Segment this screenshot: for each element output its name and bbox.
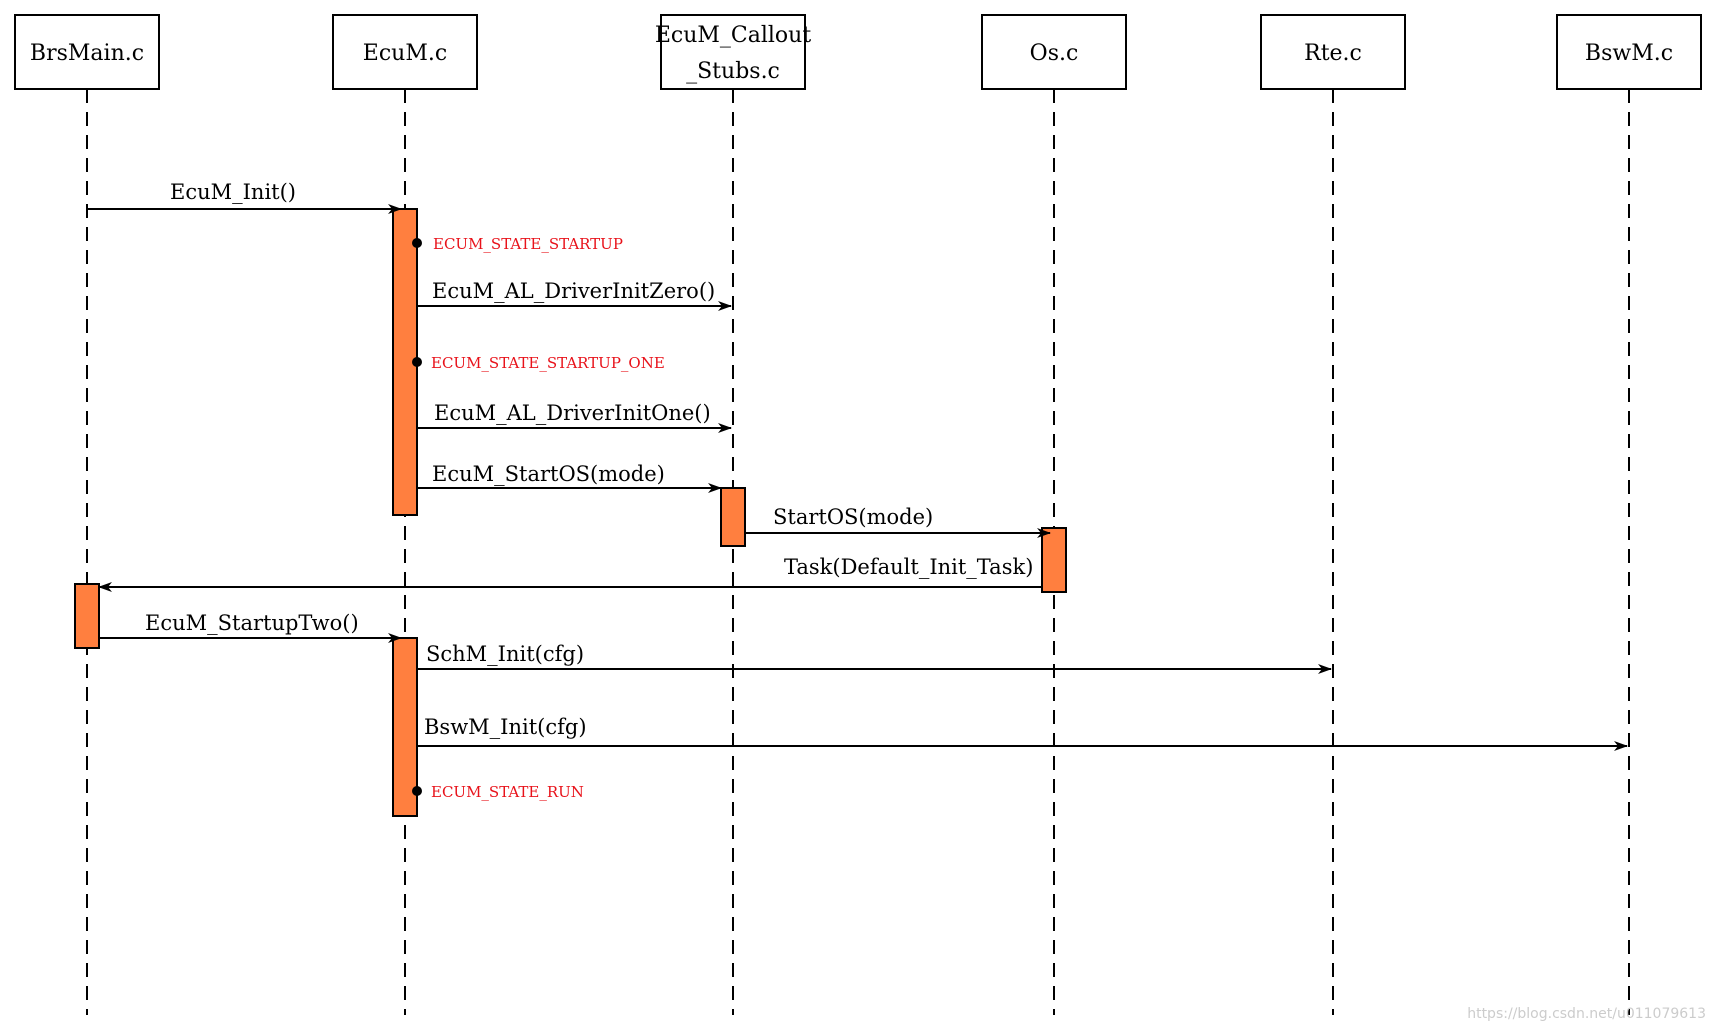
message-startup-two: EcuM_StartupTwo() <box>99 611 402 643</box>
state-run: ECUM_STATE_RUN <box>412 783 584 801</box>
message-driver-init-zero: EcuM_AL_DriverInitZero() <box>417 279 732 311</box>
message-schm-init-label: SchM_Init(cfg) <box>426 642 584 666</box>
activation-ecum-2 <box>392 637 418 817</box>
activation-brsmain <box>74 583 100 649</box>
participant-rte: Rte.c <box>1260 14 1406 90</box>
participant-bswm: BswM.c <box>1556 14 1702 90</box>
participant-ecum-label: EcuM.c <box>363 41 447 66</box>
participant-bswm-label: BswM.c <box>1585 41 1673 66</box>
state-startup-one: ECUM_STATE_STARTUP_ONE <box>412 354 665 372</box>
participant-callout: EcuM_Callout _Stubs.c <box>655 14 812 90</box>
state-run-dot <box>412 786 422 796</box>
participant-rte-label: Rte.c <box>1304 41 1362 66</box>
message-ecum-init: EcuM_Init() <box>87 180 402 214</box>
participant-callout-label-line2: _Stubs.c <box>686 59 780 84</box>
state-startup-dot <box>412 238 422 248</box>
watermark: https://blog.csdn.net/u011079613 <box>1467 1006 1706 1022</box>
state-startup: ECUM_STATE_STARTUP <box>412 235 623 253</box>
message-ecum-startos: EcuM_StartOS(mode) <box>417 462 722 493</box>
state-run-label: ECUM_STATE_RUN <box>431 783 584 801</box>
state-startup-one-dot <box>412 357 422 367</box>
state-startup-one-label: ECUM_STATE_STARTUP_ONE <box>431 354 665 372</box>
message-driver-init-one-label: EcuM_AL_DriverInitOne() <box>434 401 711 425</box>
message-task: Task(Default_Init_Task) <box>98 555 1042 592</box>
participant-os-label: Os.c <box>1030 41 1079 66</box>
message-task-label: Task(Default_Init_Task) <box>784 555 1033 579</box>
message-driver-init-zero-label: EcuM_AL_DriverInitZero() <box>432 279 715 303</box>
message-bswm-init: BswM_Init(cfg) <box>417 715 1628 751</box>
message-startos-label: StartOS(mode) <box>773 505 933 529</box>
message-bswm-init-label: BswM_Init(cfg) <box>424 715 587 739</box>
message-ecum-init-label: EcuM_Init() <box>170 180 296 204</box>
state-startup-label: ECUM_STATE_STARTUP <box>433 235 623 253</box>
message-schm-init: SchM_Init(cfg) <box>417 642 1332 674</box>
activation-callout <box>720 487 746 547</box>
participant-brsmain-label: BrsMain.c <box>30 41 144 66</box>
message-startup-two-label: EcuM_StartupTwo() <box>145 611 359 635</box>
participant-ecum: EcuM.c <box>332 14 478 90</box>
message-ecum-startos-label: EcuM_StartOS(mode) <box>432 462 665 486</box>
participant-os: Os.c <box>981 14 1127 90</box>
message-driver-init-one: EcuM_AL_DriverInitOne() <box>417 401 732 433</box>
message-startos: StartOS(mode) <box>745 505 1051 538</box>
participant-callout-label-line1: EcuM_Callout <box>655 23 812 48</box>
activation-os <box>1041 527 1067 593</box>
participant-brsmain: BrsMain.c <box>14 14 160 90</box>
